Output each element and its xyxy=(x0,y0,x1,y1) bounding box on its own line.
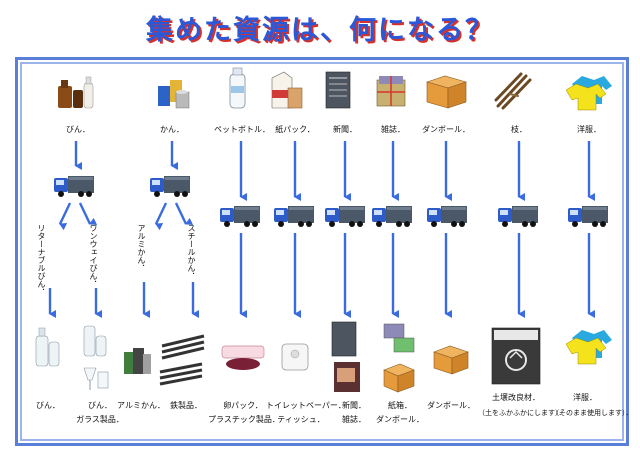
soil-conditioner-bag-icon xyxy=(491,327,541,385)
top-label-bottles: びん． xyxy=(66,125,90,134)
cardboard-product-icon xyxy=(433,345,469,375)
bottom-label-bottle-2: びん． xyxy=(88,401,112,410)
milk-carton-icon xyxy=(271,71,303,109)
bottom-label-newspaper: 新聞． xyxy=(342,401,366,410)
top-arrows xyxy=(74,141,595,201)
bottom-label-soil-conditioner: 土壌改良材． xyxy=(492,393,540,402)
note-reuse-as-is: （そのまま使用します）． xyxy=(552,409,633,417)
newspaper-magazine-product-icon xyxy=(331,321,360,392)
page-title: 集めた資源は、何になる？ xyxy=(146,15,494,46)
top-label-clothes: 洋服． xyxy=(577,125,601,134)
clothes-product-icon xyxy=(565,330,612,365)
bottom-label-aluminum-can: アルミかん． xyxy=(117,401,165,410)
top-label-cardboard: ダンボール． xyxy=(422,125,470,134)
truck-icons xyxy=(54,176,608,227)
bottom-label-toilet-paper: トイレットペーパー． xyxy=(266,401,346,410)
bottom-label-clothes: 洋服． xyxy=(573,393,597,402)
newspaper-icon xyxy=(325,71,351,109)
cardboard-box-icon xyxy=(425,75,468,109)
branch-label-returnable: リターナブルびん． xyxy=(37,224,46,296)
aluminum-can-product-icon xyxy=(124,348,151,374)
diagram-frame xyxy=(15,57,629,446)
glassware-icon xyxy=(83,325,109,390)
branch-label-aluminum: アルミかん． xyxy=(137,224,146,272)
cans-icon xyxy=(158,80,190,109)
bottle-product-icon xyxy=(35,327,60,367)
branch-label-steel: スチールかん． xyxy=(187,224,196,280)
bottom-label-tissue: ティッシュ． xyxy=(277,415,325,424)
egg-pack-icon xyxy=(221,345,265,370)
bottom-label-bottle: びん． xyxy=(36,401,60,410)
bottom-label-cardboard-2: ダンボール． xyxy=(427,401,475,410)
paper-box-icon xyxy=(383,323,415,393)
bottom-label-cardboard: ダンボール． xyxy=(376,415,424,424)
top-label-milk-carton: 紙パック． xyxy=(275,125,315,134)
clothes-icon xyxy=(565,76,612,111)
top-label-branches: 枝． xyxy=(511,125,527,134)
bottom-label-paper-box: 紙箱． xyxy=(388,401,412,410)
top-label-newspaper: 新聞． xyxy=(333,125,357,134)
bottom-label-plastic-products: プラスチック製品． xyxy=(208,415,280,424)
magazine-icon xyxy=(376,76,406,107)
bottom-label-magazine: 雑誌． xyxy=(342,415,366,424)
lower-arrows xyxy=(48,202,595,318)
branches-icon xyxy=(494,72,532,110)
note-soil-conditioner: （土をふかふかにします）． xyxy=(478,409,566,417)
bottom-label-iron-products: 鉄製品． xyxy=(170,401,202,410)
bottom-label-egg-pack: 卵パック． xyxy=(223,401,263,410)
branch-label-one-way: ワンウェイびん． xyxy=(89,224,98,288)
steel-product-icon xyxy=(159,334,205,386)
bottles-icon xyxy=(58,76,94,109)
top-label-cans: かん． xyxy=(160,125,184,134)
pet-bottle-icon xyxy=(229,67,246,109)
toilet-paper-icon xyxy=(281,343,309,371)
top-label-pet-bottle: ペットボトル． xyxy=(214,125,270,134)
bottom-label-glass-products: ガラス製品． xyxy=(76,415,124,424)
top-label-magazine: 雑誌． xyxy=(381,125,405,134)
